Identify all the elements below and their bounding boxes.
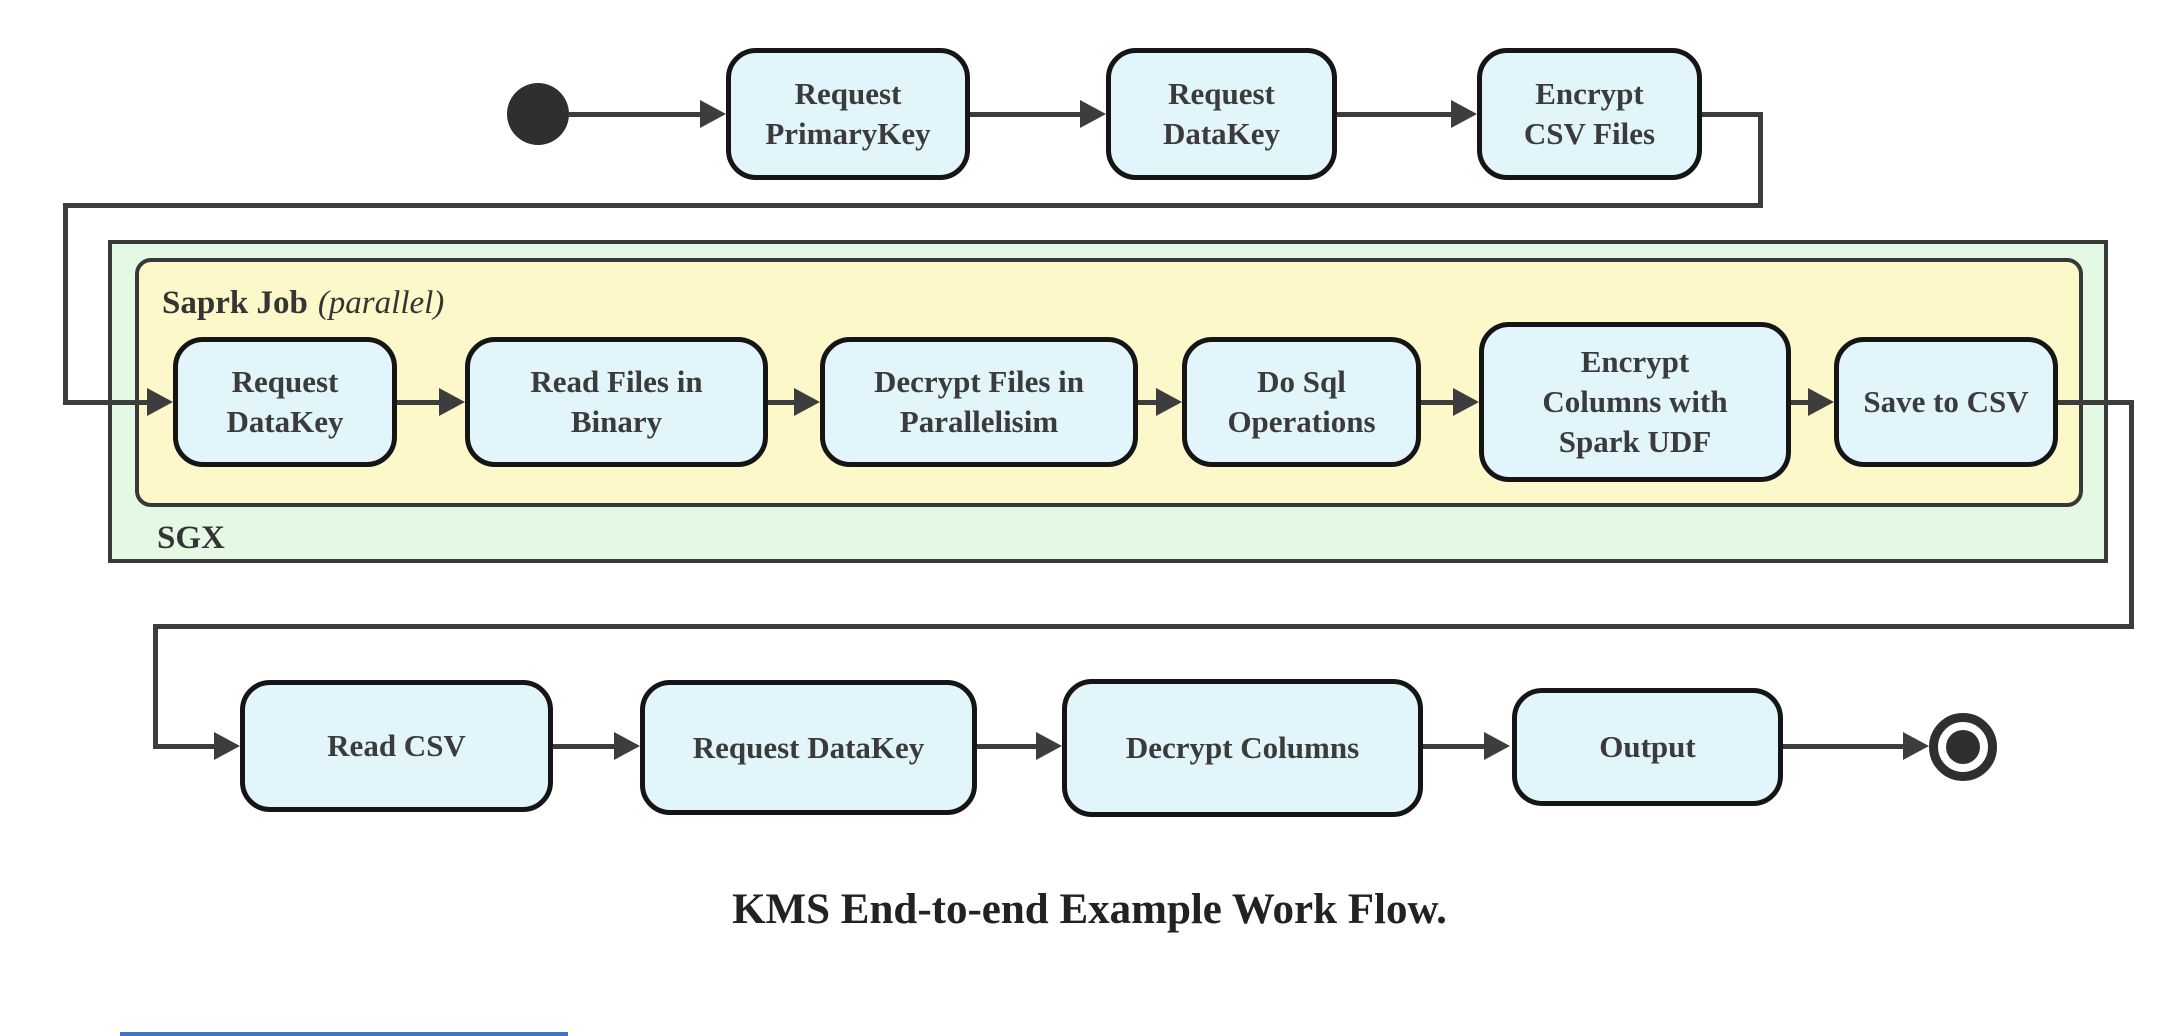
spark-job-label-parallel: (parallel) bbox=[317, 285, 445, 321]
edge-wrap2-seg-down2 bbox=[153, 624, 158, 749]
edge-wrap1-seg-down bbox=[1758, 112, 1763, 208]
edge-wrap2-seg-right bbox=[2058, 400, 2134, 405]
node-request-datakey-sgx: Request DataKey bbox=[173, 337, 397, 467]
node-encrypt-columns-with-spark-udf: Encrypt Columns with Spark UDF bbox=[1479, 322, 1791, 482]
edge-wrap2-seg-down bbox=[2129, 400, 2134, 629]
arrowhead-icon bbox=[700, 100, 726, 128]
edge-decryptcolumns-to-output bbox=[1423, 744, 1486, 749]
diagram-caption: KMS End-to-end Example Work Flow. bbox=[732, 886, 1447, 933]
edge-wrap2-seg-left bbox=[153, 624, 2134, 629]
node-request-primarykey: Request PrimaryKey bbox=[726, 48, 970, 180]
sgx-label: SGX bbox=[157, 520, 225, 556]
node-save-to-csv: Save to CSV bbox=[1834, 337, 2058, 467]
node-encrypt-csv-files: Encrypt CSV Files bbox=[1477, 48, 1702, 180]
arrowhead-icon bbox=[614, 732, 640, 760]
edge-wrap1-seg-right bbox=[1702, 112, 1763, 117]
arrowhead-icon bbox=[1036, 732, 1062, 760]
node-decrypt-files-in-parallelisim: Decrypt Files in Parallelisim bbox=[820, 337, 1138, 467]
arrowhead-icon bbox=[214, 732, 240, 760]
node-output: Output bbox=[1512, 688, 1783, 806]
arrowhead-icon bbox=[439, 388, 465, 416]
arrowhead-icon bbox=[1451, 100, 1477, 128]
node-request-datakey-bottom: Request DataKey bbox=[640, 680, 977, 815]
edge-mid1-to-mid2 bbox=[397, 400, 441, 405]
arrowhead-icon bbox=[1808, 388, 1834, 416]
node-decrypt-columns: Decrypt Columns bbox=[1062, 679, 1423, 817]
spark-job-label: Saprk Job(parallel) bbox=[162, 285, 444, 322]
edge-wrap1-seg-enter bbox=[63, 400, 149, 405]
edge-output-to-end bbox=[1783, 744, 1905, 749]
edge-mid4-to-mid5 bbox=[1421, 400, 1455, 405]
edge-wrap1-seg-left bbox=[63, 203, 1763, 208]
node-read-files-in-binary: Read Files in Binary bbox=[465, 337, 768, 467]
edge-request-datakey-to-encrypt-csv bbox=[1337, 112, 1453, 117]
arrowhead-icon bbox=[1453, 388, 1479, 416]
edge-wrap1-seg-down2 bbox=[63, 203, 68, 405]
end-state-inner-dot bbox=[1946, 730, 1980, 764]
spark-job-label-bold: Saprk Job bbox=[162, 285, 308, 321]
arrowhead-icon bbox=[1484, 732, 1510, 760]
arrowhead-icon bbox=[1903, 732, 1929, 760]
arrowhead-icon bbox=[1156, 388, 1182, 416]
edge-requestdatakey-to-decryptcolumns bbox=[977, 744, 1038, 749]
edge-readcsv-to-requestdatakey bbox=[553, 744, 616, 749]
edge-wrap2-seg-enter bbox=[153, 744, 216, 749]
end-state-icon bbox=[1929, 713, 1997, 781]
node-do-sql-operations: Do Sql Operations bbox=[1182, 337, 1421, 467]
arrowhead-icon bbox=[147, 388, 173, 416]
edge-mid3-to-mid4 bbox=[1138, 400, 1158, 405]
edge-request-primarykey-to-request-datakey bbox=[970, 112, 1082, 117]
edge-start-to-request-primarykey bbox=[569, 112, 702, 117]
node-request-datakey-top: Request DataKey bbox=[1106, 48, 1337, 180]
arrowhead-icon bbox=[1080, 100, 1106, 128]
arrowhead-icon bbox=[794, 388, 820, 416]
bottom-blue-line bbox=[120, 1032, 568, 1036]
start-state-icon bbox=[507, 83, 569, 145]
node-read-csv: Read CSV bbox=[240, 680, 553, 812]
edge-mid5-to-mid6 bbox=[1791, 400, 1810, 405]
edge-mid2-to-mid3 bbox=[768, 400, 796, 405]
